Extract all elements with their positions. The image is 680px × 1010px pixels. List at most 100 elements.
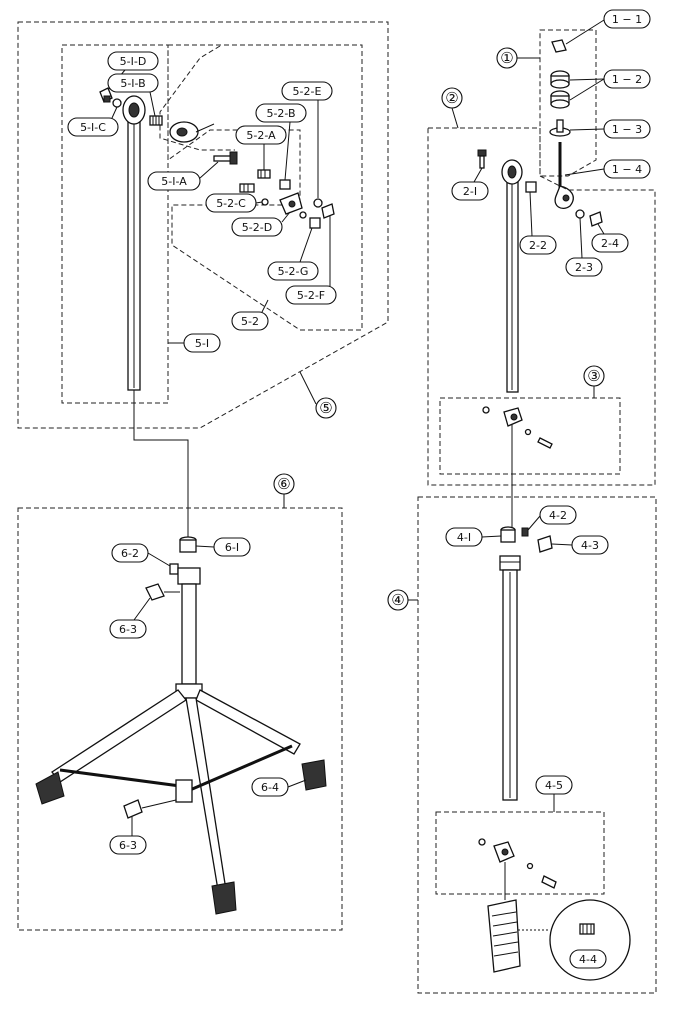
group-4-5-outline <box>435 811 605 895</box>
label-4-4: 4-4 <box>569 949 607 969</box>
svg-text:5-2-B: 5-2-B <box>266 107 295 120</box>
wing-bolt-4-3 <box>537 535 553 553</box>
clamp-4-2 <box>521 527 529 537</box>
svg-text:6-Ⅰ: 6-Ⅰ <box>225 541 239 554</box>
label-2-2: 2-2 <box>519 235 557 255</box>
bolt-2-1 <box>477 149 487 169</box>
group-label-3: ③ <box>583 365 605 387</box>
pole-5-1 <box>127 117 141 391</box>
svg-text:5-2-D: 5-2-D <box>242 221 272 234</box>
svg-text:②: ② <box>445 89 458 107</box>
label-4-5: 4-5 <box>535 775 573 795</box>
svg-text:③: ③ <box>587 367 600 385</box>
svg-text:6-3: 6-3 <box>119 839 137 852</box>
group-2-outline <box>427 127 656 486</box>
svg-text:6-4: 6-4 <box>261 781 279 794</box>
label-5-1-b: 5-Ⅰ-B <box>107 73 159 93</box>
tripod-base <box>35 683 327 915</box>
svg-text:4-Ⅰ: 4-Ⅰ <box>457 531 471 544</box>
label-5-2-d: 5-2-D <box>231 217 283 237</box>
label-5-1-d: 5-Ⅰ-D <box>107 51 159 71</box>
group-6-outline <box>17 507 343 931</box>
label-2-4: 2-4 <box>591 233 629 253</box>
svg-text:5-Ⅰ-B: 5-Ⅰ-B <box>120 77 145 90</box>
label-5-2-a: 5-2-A <box>235 125 287 145</box>
group-label-6: ⑥ <box>273 473 295 495</box>
svg-text:④: ④ <box>391 591 404 609</box>
label-5-1: 5-Ⅰ <box>183 333 221 353</box>
svg-text:2-2: 2-2 <box>529 239 547 252</box>
svg-text:2-3: 2-3 <box>575 261 593 274</box>
wing-nut-2-4 <box>589 211 603 227</box>
label-5-2-g: 5-2-G <box>267 261 319 281</box>
washer-5-2-c <box>261 198 269 206</box>
spring-5-2-a <box>257 169 271 179</box>
group-5-2-outline <box>167 44 363 331</box>
label-4-2: 4-2 <box>539 505 577 525</box>
washer-5-1-c <box>112 98 122 108</box>
svg-text:5-2-A: 5-2-A <box>246 129 276 142</box>
stand-upper-tube <box>177 567 201 685</box>
svg-text:5-2-E: 5-2-E <box>293 85 322 98</box>
svg-text:5-Ⅰ-D: 5-Ⅰ-D <box>120 55 147 68</box>
tilter-head-2 <box>501 159 523 185</box>
svg-text:5-Ⅰ: 5-Ⅰ <box>195 337 209 350</box>
memory-lock-3 <box>482 406 553 449</box>
label-5-2-b: 5-2-B <box>255 103 307 123</box>
spring-2-2 <box>525 181 537 193</box>
cup-washer-1-3 <box>549 119 571 137</box>
svg-text:5-Ⅰ-C: 5-Ⅰ-C <box>80 121 106 134</box>
washer-2-3 <box>575 209 585 219</box>
svg-text:5-2-F: 5-2-F <box>297 289 325 302</box>
group-4-outline <box>417 496 657 994</box>
cymbal-rod-1-4 <box>554 142 574 210</box>
washer-5-2-g-small <box>299 211 307 219</box>
wing-bolt-6-3-lower <box>123 799 177 819</box>
label-2-3: 2-3 <box>565 257 603 277</box>
pole-4 <box>499 555 521 801</box>
connector-5-to-6 <box>133 390 189 538</box>
spring-5-2-g <box>309 217 321 229</box>
spring-5-1-b <box>149 115 163 126</box>
label-5-2-f: 5-2-F <box>285 285 337 305</box>
label-1-4: 1 − 4 <box>603 159 651 179</box>
svg-text:6-2: 6-2 <box>121 547 139 560</box>
svg-text:⑤: ⑤ <box>319 399 332 417</box>
svg-text:4-4: 4-4 <box>579 953 597 966</box>
rubber-foot <box>487 899 521 973</box>
label-6-2: 6-2 <box>111 543 149 563</box>
svg-text:5-2: 5-2 <box>241 315 259 328</box>
group-1-outline <box>539 29 597 177</box>
svg-text:4-5: 4-5 <box>545 779 563 792</box>
sleeve-6-1 <box>179 536 197 553</box>
group-label-5: ⑤ <box>315 397 337 419</box>
felt-washers-1-2 <box>550 70 570 109</box>
label-1-3: 1 − 3 <box>603 119 651 139</box>
tilter-body-5-2 <box>169 121 215 143</box>
label-2-1: 2-Ⅰ <box>451 181 489 201</box>
group-label-2: ② <box>441 87 463 109</box>
label-6-4: 6-4 <box>251 777 289 797</box>
clamp-5-2-d <box>279 192 303 215</box>
wing-nut-1-1 <box>551 39 567 53</box>
svg-text:⑥: ⑥ <box>277 475 290 493</box>
label-1-1: 1 − 1 <box>603 9 651 29</box>
svg-text:2-Ⅰ: 2-Ⅰ <box>463 185 477 198</box>
label-6-3-upper: 6-3 <box>109 619 147 639</box>
label-5-1-a: 5-Ⅰ-A <box>147 171 201 191</box>
svg-text:6-3: 6-3 <box>119 623 137 636</box>
svg-text:1 − 4: 1 − 4 <box>612 163 642 176</box>
clamp-6-2 <box>169 563 179 575</box>
label-6-3-lower: 6-3 <box>109 835 147 855</box>
memory-lock-4-5 <box>478 838 557 889</box>
bolt-5-1-a <box>213 151 238 165</box>
wing-nut-5-2-f <box>321 203 335 219</box>
group-5-outline <box>17 21 389 429</box>
svg-text:1 − 2: 1 − 2 <box>612 73 642 86</box>
svg-text:2-4: 2-4 <box>601 237 619 250</box>
label-6-1: 6-Ⅰ <box>213 537 251 557</box>
label-4-3: 4-3 <box>571 535 609 555</box>
svg-text:①: ① <box>500 49 513 67</box>
